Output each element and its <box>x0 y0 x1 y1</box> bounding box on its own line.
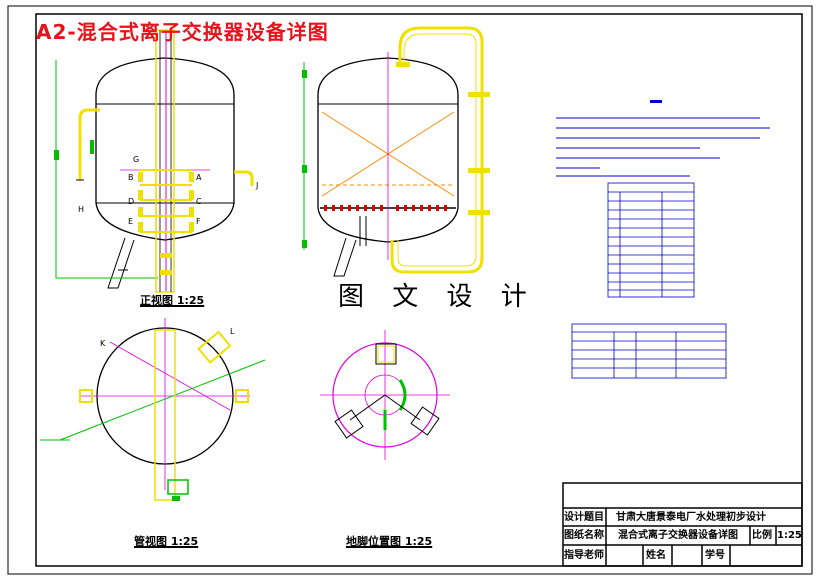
tech-notes <box>556 100 770 177</box>
advisor-label: 指导老师 <box>564 550 604 561</box>
front-view: G B A D C E F H J <box>54 29 258 293</box>
watermark-logo: 图 文 设 计 <box>338 282 537 312</box>
nozzle-letter-c: C <box>196 197 202 206</box>
project-label: 设计题目 <box>564 512 604 523</box>
scale-label: 比例 <box>752 530 772 541</box>
front-view-label: 正视图 1:25 <box>140 294 205 307</box>
drawing-title: A2-混合式离子交换器设备详图 <box>36 20 329 44</box>
nozzle-plan-view: K L <box>40 318 266 501</box>
nozzle-letter-h: H <box>78 205 84 214</box>
vessel-shell-front <box>95 57 235 241</box>
nozzle-table <box>607 182 695 298</box>
support-view-label: 地脚位置图 1:25 <box>346 535 433 548</box>
nozzle-letter-l: L <box>230 327 235 336</box>
nozzle-letter-d: D <box>128 197 134 206</box>
title-block-frame <box>562 482 803 567</box>
nozzle-letter-j: J <box>255 181 258 190</box>
scale-value: 1:25 <box>777 530 802 541</box>
nozzle-letter-g: G <box>133 155 139 164</box>
spec-table <box>571 323 727 379</box>
support-position-view <box>320 330 450 460</box>
nozzle-letter-a: A <box>196 173 202 182</box>
drawing-name-value: 混合式离子交换器设备详图 <box>618 530 738 541</box>
section-view <box>302 26 490 277</box>
nozzle-letter-b: B <box>128 173 134 182</box>
inner-border <box>35 13 803 567</box>
nozzle-view-label: 管视图 1:25 <box>134 535 199 548</box>
vessel-shell-section <box>317 57 459 243</box>
nozzle-letter-f: F <box>196 217 201 226</box>
student-id-label: 学号 <box>705 550 725 561</box>
student-name-label: 姓名 <box>646 550 666 561</box>
nozzle-letter-e: E <box>128 217 133 226</box>
drawing-name-label: 图纸名称 <box>564 530 604 541</box>
nozzle-letter-k: K <box>100 339 106 348</box>
project-value: 甘肃大唐景泰电厂水处理初步设计 <box>616 512 766 523</box>
outer-border <box>7 5 813 575</box>
